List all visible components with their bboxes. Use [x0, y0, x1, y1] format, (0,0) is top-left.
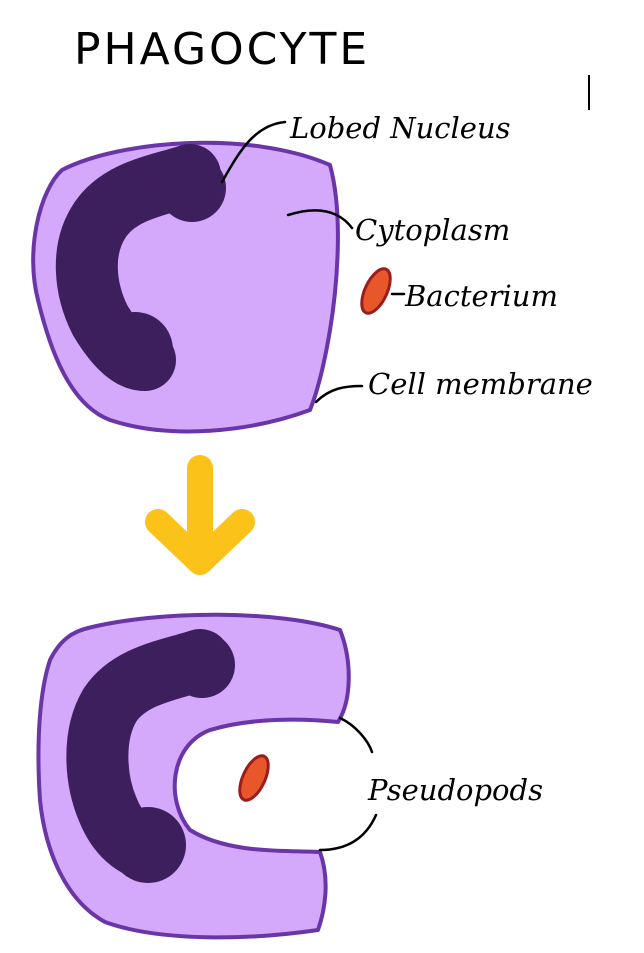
bacterium-bottom — [238, 754, 270, 802]
pseudopod-leader-line-lower — [318, 813, 378, 852]
pseudopod-leader-line-upper — [338, 716, 374, 754]
transition-arrow — [145, 455, 255, 575]
nucleus-lobe — [97, 312, 173, 388]
phagocyte-cell-top — [31, 140, 340, 434]
nucleus-lobe — [158, 154, 226, 222]
membrane-leader-line — [314, 384, 364, 404]
leader-lines-top — [220, 120, 406, 404]
label-lobed-nucleus: Lobed Nucleus — [289, 111, 511, 145]
nucleus-lobe — [169, 632, 235, 698]
nucleus-lobe — [110, 807, 186, 883]
phagocyte-cell-bottom — [36, 612, 351, 940]
nucleus-leader-line — [220, 120, 287, 184]
label-cytoplasm: Cytoplasm — [355, 213, 510, 247]
label-pseudopods: Pseudopods — [367, 773, 543, 807]
diagram-title: PHAGOCYTE — [74, 24, 370, 75]
label-cell-membrane: Cell membrane — [368, 367, 593, 401]
leader-lines-bottom — [318, 716, 378, 852]
label-bacterium: Bacterium — [404, 279, 558, 313]
bacterium-top — [360, 267, 392, 315]
cytoplasm-leader-line — [286, 209, 354, 230]
